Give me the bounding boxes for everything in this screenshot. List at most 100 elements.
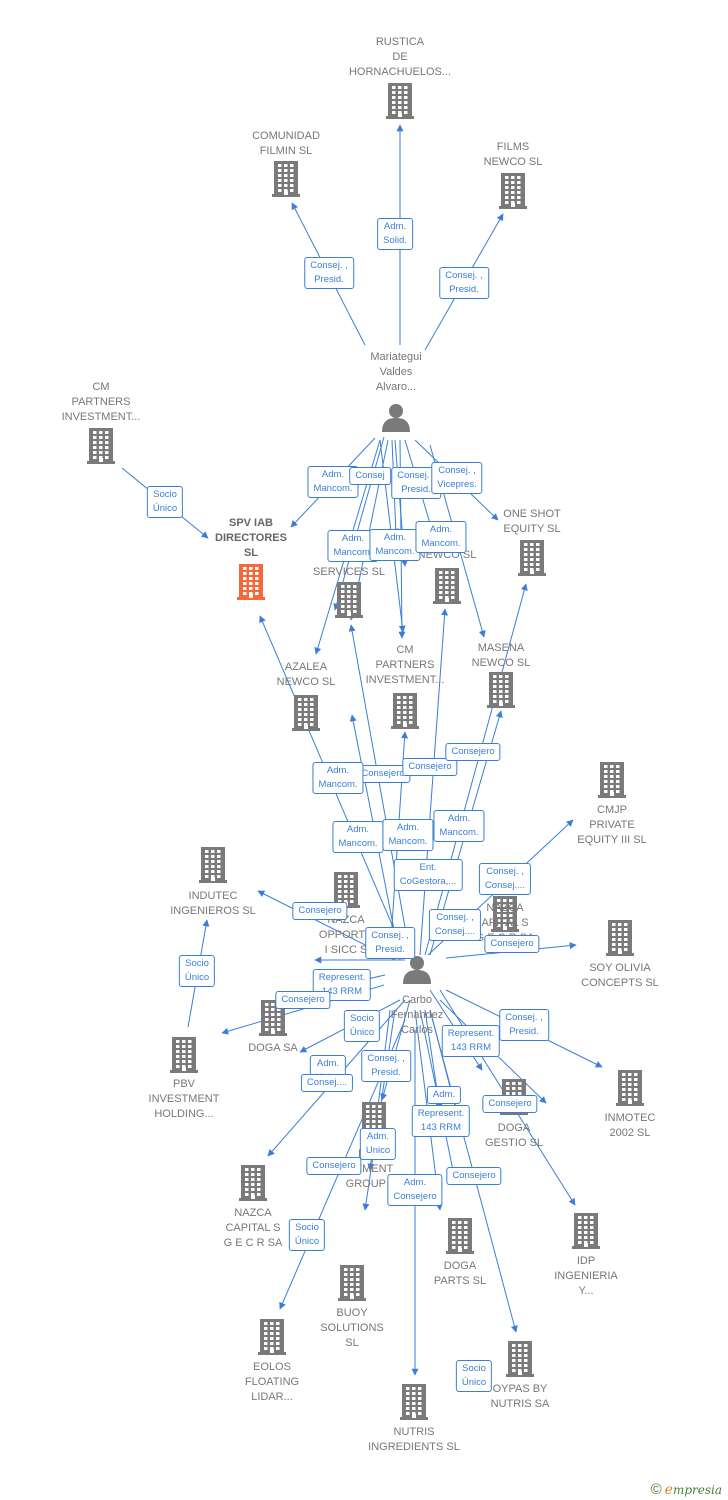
company-name: INMOTEC 2002 SL (604, 1112, 656, 1139)
edge-label[interactable]: Socio Único (146, 486, 184, 518)
company-node[interactable]: SPV IAB DIRECTORES SL (186, 516, 316, 561)
edge-label[interactable]: Consej (349, 467, 391, 485)
edge-label[interactable]: Adm. Consejero (387, 1174, 443, 1206)
company-node[interactable]: DOGA SA (208, 1041, 338, 1056)
company-name: COMUNIDAD FILMIN SL (252, 130, 320, 157)
company-node[interactable]: NUTRIS INGREDIENTS SL (349, 1425, 479, 1455)
company-node[interactable]: DOGA GESTIO SL (449, 1121, 579, 1151)
edge-label[interactable]: Represent. 143 RRM (411, 1105, 471, 1137)
edge-label[interactable]: Adm. Mancom. (332, 821, 384, 853)
company-name: IDP INGENIERIA Y... (554, 1255, 618, 1297)
edge-label[interactable]: Consej. , Presid. (499, 1009, 549, 1041)
edge-label[interactable]: Adm. Mancom. (369, 529, 421, 561)
building-icon[interactable] (238, 1163, 268, 1201)
edge-label[interactable]: Adm. (426, 1086, 462, 1104)
edge-label[interactable]: Consej. , Vicepres. (431, 462, 483, 494)
building-icon[interactable] (257, 1317, 287, 1355)
building-icon[interactable] (169, 1035, 199, 1073)
company-name: OYPAS BY NUTRIS SA (490, 1383, 550, 1410)
edge-label[interactable]: Consejero (482, 1095, 538, 1113)
building-icon[interactable] (615, 1068, 645, 1106)
person-icon[interactable] (381, 402, 411, 432)
company-node[interactable]: FILMS NEWCO SL (448, 140, 578, 170)
building-icon[interactable] (334, 580, 364, 618)
edge-label[interactable]: Consej. , Presid. (365, 927, 415, 959)
company-node[interactable]: PBV INVESTMENT HOLDING... (119, 1077, 249, 1122)
edge-label[interactable]: Consej. , Consej.... (478, 863, 532, 895)
edge-line (333, 436, 385, 611)
building-icon[interactable] (490, 894, 520, 932)
company-node[interactable]: COMUNIDAD FILMIN SL (221, 129, 351, 159)
building-icon[interactable] (571, 1211, 601, 1249)
edge-label[interactable]: Ent. CoGestora,... (393, 859, 463, 891)
edge-label[interactable]: Adm. Solid. (377, 218, 413, 250)
edge-label[interactable]: Socio Único (178, 955, 216, 987)
edge-label[interactable]: Consej.... (300, 1074, 354, 1092)
company-name: BUOY SOLUTIONS SL (320, 1307, 384, 1349)
company-node[interactable]: DOGA PARTS SL (395, 1259, 525, 1289)
edge-line (348, 624, 411, 956)
company-node[interactable]: IDP INGENIERIA Y... (521, 1254, 651, 1299)
company-name: RUSTICA DE HORNACHUELOS... (348, 36, 452, 78)
building-icon[interactable] (445, 1216, 475, 1254)
edge-label[interactable]: Adm. Mancom. (433, 810, 485, 842)
edge-label[interactable]: Socio Único (455, 1360, 493, 1392)
company-node[interactable]: INMOTEC 2002 SL (565, 1111, 695, 1141)
edge-label[interactable]: Consejero (275, 991, 331, 1009)
edge-label[interactable]: Consejero (402, 758, 458, 776)
company-node[interactable]: EOLOS FLOATING LIDAR... (207, 1360, 337, 1405)
building-icon[interactable] (505, 1339, 535, 1377)
building-icon[interactable] (390, 691, 420, 729)
building-icon[interactable] (291, 693, 321, 731)
edge-label[interactable]: Socio Único (288, 1219, 326, 1251)
person-name: Carbo Fernandez Carlos (390, 994, 444, 1036)
building-icon[interactable] (198, 845, 228, 883)
edge-label[interactable]: Adm. Mancom. (312, 762, 364, 794)
company-node[interactable]: SOY OLIVIA CONCEPTS SL (555, 961, 685, 991)
company-node[interactable]: INDUTEC INGENIEROS SL (148, 889, 278, 919)
person-name: Mariategui Valdes Alvaro... (370, 351, 422, 393)
edge-label[interactable]: Represent. 143 RRM (441, 1025, 501, 1057)
building-icon[interactable] (605, 918, 635, 956)
edge-label[interactable]: Consejero (292, 902, 348, 920)
company-node[interactable]: MASENA NEWCO SL (436, 641, 566, 671)
edge-label[interactable]: Consej. , Presid. (361, 1050, 411, 1082)
edge-label[interactable]: Consejero (445, 743, 501, 761)
edge-label[interactable]: Adm. Unico (359, 1128, 397, 1160)
building-icon[interactable] (86, 426, 116, 464)
company-node[interactable]: OYPAS BY NUTRIS SA (455, 1382, 585, 1412)
edge-label[interactable]: Consejero (484, 935, 540, 953)
company-name: SPV IAB DIRECTORES SL (215, 517, 287, 559)
company-node[interactable]: CM PARTNERS INVESTMENT... (340, 643, 470, 688)
edge-label[interactable]: Consej. , Presid. (304, 257, 354, 289)
edge-label[interactable]: Consej. , Consej.... (428, 909, 482, 941)
building-icon[interactable] (498, 171, 528, 209)
edge-label[interactable]: Consej. , Presid. (439, 267, 489, 299)
company-node[interactable]: ONE SHOT EQUITY SL (467, 507, 597, 537)
building-icon[interactable] (399, 1382, 429, 1420)
company-node[interactable]: AZALEA NEWCO SL (241, 660, 371, 690)
edge-label[interactable]: Socio Único (343, 1010, 381, 1042)
edge-label[interactable]: Consejero (446, 1167, 502, 1185)
company-node[interactable]: RUSTICA DE HORNACHUELOS... (335, 35, 465, 80)
building-icon[interactable] (597, 760, 627, 798)
building-icon[interactable] (337, 1263, 367, 1301)
building-icon[interactable] (486, 670, 516, 708)
building-icon[interactable] (432, 566, 462, 604)
empresia-footer[interactable]: ©empresia (651, 1481, 722, 1498)
company-node[interactable]: BUOY SOLUTIONS SL (287, 1306, 417, 1351)
edge-label[interactable]: Adm. Mancom. (382, 819, 434, 851)
person-icon[interactable] (402, 954, 432, 984)
edge-label[interactable]: Adm. Mancom. (415, 521, 467, 553)
company-node[interactable]: CMJP PRIVATE EQUITY III SL (547, 803, 677, 848)
building-icon[interactable] (385, 81, 415, 119)
person-node[interactable]: Mariategui Valdes Alvaro... (331, 350, 461, 395)
building-icon[interactable] (517, 538, 547, 576)
company-name: AZALEA NEWCO SL (276, 661, 336, 688)
company-node[interactable]: CM PARTNERS INVESTMENT... (36, 380, 166, 425)
edge-label[interactable]: Consejero (306, 1157, 362, 1175)
building-icon[interactable] (236, 562, 266, 600)
person-node[interactable]: Carbo Fernandez Carlos (352, 993, 482, 1038)
company-node[interactable]: NAZCA CAPITAL S G E C R SA (188, 1206, 318, 1251)
building-icon[interactable] (271, 159, 301, 197)
